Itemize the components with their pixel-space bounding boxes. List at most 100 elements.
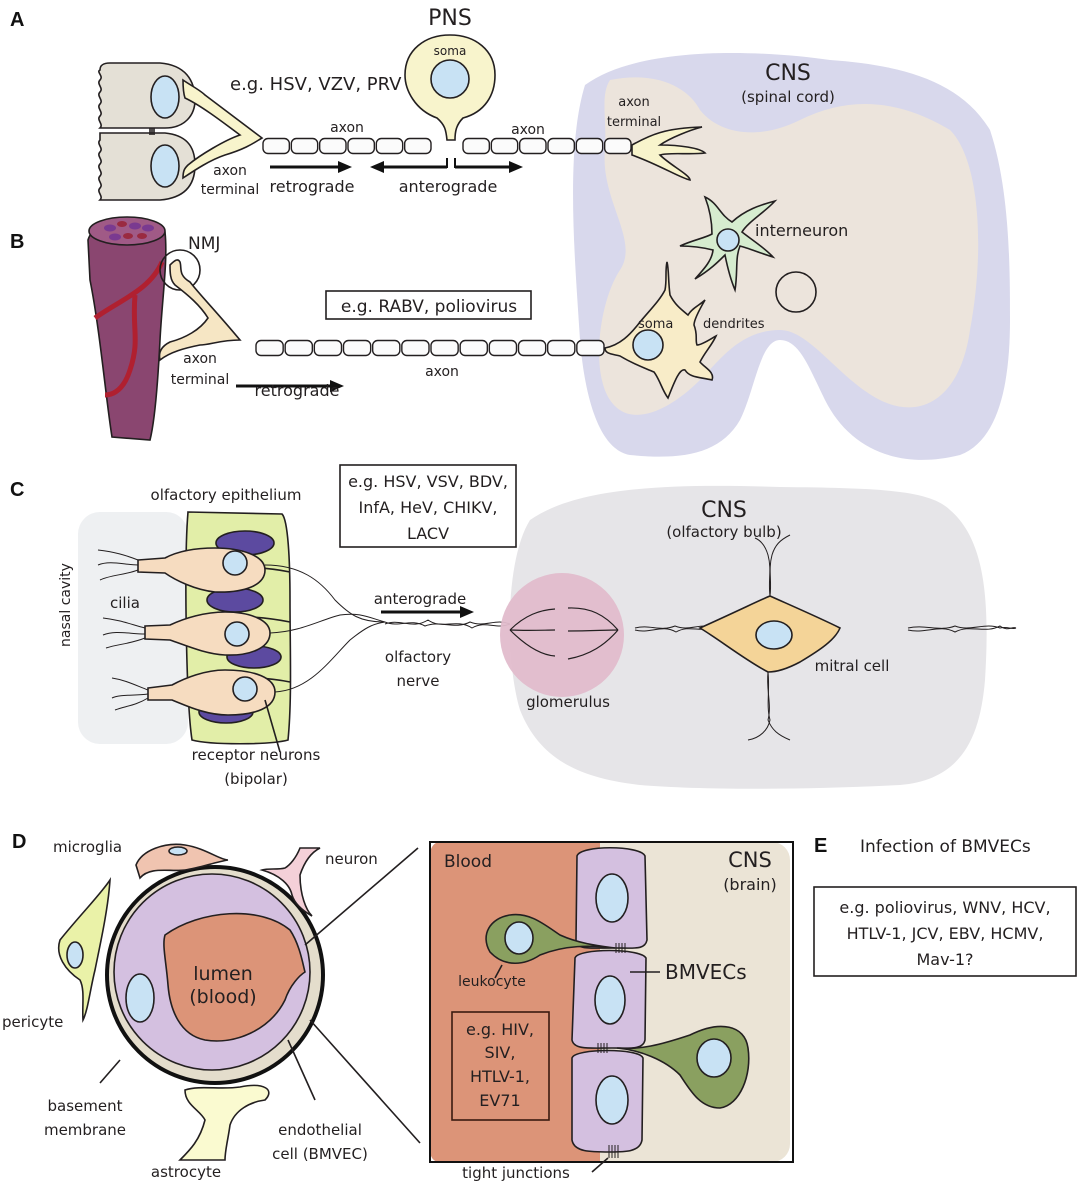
- anterograde-arrow-c: [381, 606, 474, 618]
- lumen-label-2: (blood): [189, 986, 256, 1008]
- receptor-neurons: [137, 547, 276, 716]
- olfactory-nerve-label-1: olfactory: [385, 648, 451, 666]
- tight-junctions-label: tight junctions: [462, 1164, 570, 1182]
- receptor-neurons-label-1: receptor neurons: [192, 746, 321, 764]
- examples-box-c: [339, 464, 517, 548]
- cns-subtitle-c: (olfactory bulb): [666, 523, 781, 541]
- empty-cell-circle: [775, 271, 817, 313]
- nmj-label: NMJ: [188, 234, 220, 254]
- panel-e-title: Infection of BMVECs: [860, 837, 1031, 857]
- retrograde-label-a: retrograde: [270, 177, 355, 196]
- lumen: [163, 912, 306, 1042]
- endothelial-label-1: endothelial: [278, 1121, 362, 1139]
- axon-terminal-label-a-1: axon: [213, 163, 247, 179]
- examples-d-3: HTLV-1,: [470, 1067, 530, 1086]
- retrograde-arrow-a: [270, 161, 352, 173]
- axon-terminal-label-b-2: terminal: [171, 372, 229, 388]
- epithelial-cells: [98, 62, 196, 201]
- myelin-segment: [347, 137, 376, 155]
- blood-label: Blood: [444, 852, 492, 872]
- astrocyte: [178, 1084, 270, 1161]
- myelin-segment: [459, 339, 489, 357]
- myelin-segment: [284, 339, 314, 357]
- neuron-d: [259, 847, 321, 917]
- tight-junctions-pointer: [591, 1157, 609, 1173]
- axon-label-a-right: axon: [511, 122, 545, 138]
- axon-terminal-label-a-2: terminal: [201, 182, 259, 198]
- basement-membrane-label-1: basement: [48, 1097, 123, 1115]
- pericyte-label: pericyte: [2, 1013, 63, 1031]
- axon-terminal-label-b-1: axon: [183, 351, 217, 367]
- panel-label-b: B: [10, 231, 24, 253]
- bmvecs-label: BMVECs: [665, 960, 747, 984]
- cns-subtitle-d: (brain): [723, 875, 777, 894]
- receptor-pointer-line: [264, 699, 281, 753]
- axon-a-myelin: [262, 137, 632, 155]
- anterograde-label-c: anterograde: [374, 590, 466, 608]
- myelin-segment: [403, 137, 432, 155]
- nasal-cavity-label: nasal cavity: [58, 563, 74, 647]
- cns-axon-terminal-a: [631, 126, 707, 181]
- myelin-segment: [262, 137, 291, 155]
- olfactory-nerve-label-2: nerve: [396, 672, 439, 690]
- myelin-segment: [576, 339, 605, 357]
- myelin-segment: [430, 339, 459, 357]
- examples-d-1: e.g. HIV,: [466, 1020, 534, 1039]
- myelin-segment: [255, 339, 284, 357]
- microglia: [135, 843, 229, 880]
- panel-label-e: E: [814, 835, 827, 857]
- myelin-segment: [371, 339, 401, 357]
- examples-c-3: LACV: [407, 524, 449, 543]
- myelin-segment: [518, 137, 547, 155]
- examples-e-1: e.g. poliovirus, WNV, HCV,: [839, 898, 1050, 917]
- examples-b: e.g. RABV, poliovirus: [341, 297, 517, 317]
- myelin-segment: [462, 137, 491, 155]
- mitral-cell-label: mitral cell: [815, 657, 890, 675]
- examples-box-e: [813, 886, 1077, 977]
- neuron-label-d: neuron: [325, 850, 378, 868]
- examples-box-b: [325, 290, 532, 320]
- astrocyte-label: astrocyte: [151, 1163, 221, 1181]
- pericyte: [58, 877, 111, 1023]
- pns-soma-nucleus: [430, 59, 470, 99]
- olfactory-epithelium-label: olfactory epithelium: [151, 486, 302, 504]
- examples-d-2: SIV,: [485, 1043, 516, 1062]
- basement-membrane-label-2: membrane: [44, 1121, 126, 1139]
- leukocyte-label: leukocyte: [458, 974, 526, 990]
- cns-title-c: CNS: [701, 498, 747, 523]
- motor-neuron-soma: [604, 261, 718, 400]
- cns-axon-terminal-label-2: terminal: [607, 115, 661, 130]
- anterograde-label-a: anterograde: [399, 177, 498, 196]
- myelin-segment: [318, 137, 347, 155]
- pns-title: PNS: [428, 6, 472, 31]
- soma-label-b: soma: [638, 317, 673, 332]
- tight-junctions: [597, 943, 626, 1158]
- interneuron-label: interneuron: [755, 221, 848, 240]
- glomerulus: [500, 573, 624, 697]
- examples-e-3: Mav-1?: [916, 950, 973, 969]
- panel-label-d: D: [12, 831, 26, 853]
- myelin-segment: [575, 137, 604, 155]
- examples-e-2: HTLV-1, JCV, EBV, HCMV,: [847, 924, 1044, 943]
- examples-c-2: InfA, HeV, CHIKV,: [358, 498, 497, 517]
- leukocyte-blood-side: [485, 913, 616, 965]
- microglia-label: microglia: [53, 838, 122, 856]
- myelin-segment: [375, 137, 404, 155]
- myelin-segment: [313, 339, 343, 357]
- panel-label-a: A: [10, 9, 24, 31]
- myelin-segment: [342, 339, 372, 357]
- myelin-segment: [547, 137, 576, 155]
- examples-box-d: [451, 1011, 550, 1121]
- panel-label-c: C: [10, 479, 24, 501]
- axon-label-a-left: axon: [330, 120, 364, 136]
- muscle-fiber: [87, 216, 167, 441]
- receptor-neurons-label-2: (bipolar): [224, 770, 288, 788]
- soma-label-a: soma: [434, 44, 467, 58]
- leukocyte-pointer: [494, 964, 503, 979]
- cilia: [97, 549, 149, 711]
- cns-subtitle-a: (spinal cord): [741, 88, 835, 106]
- endothelial-label-2: cell (BMVEC): [272, 1145, 368, 1163]
- retrograde-label-b: retrograde: [255, 381, 340, 400]
- examples-d-4: EV71: [479, 1091, 520, 1110]
